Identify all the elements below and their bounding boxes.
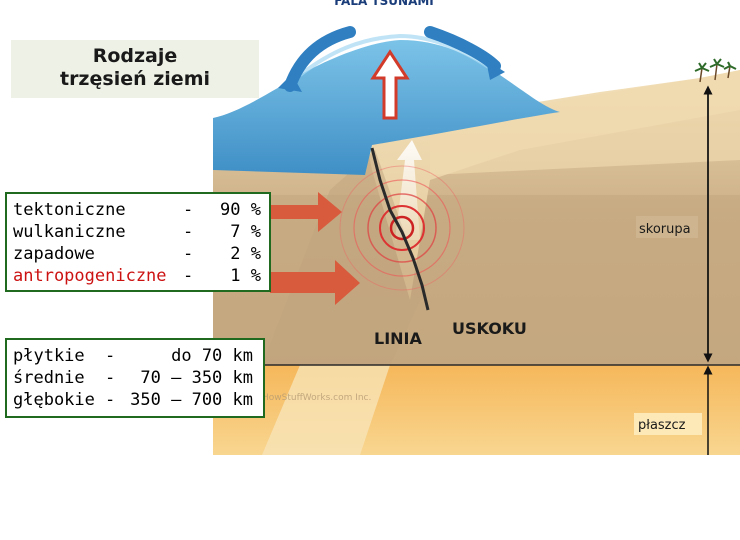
type-name: tektoniczne — [13, 200, 126, 220]
title-line-2: trzęsień ziemi — [59, 68, 210, 90]
wave-arrow-right — [424, 26, 501, 72]
depth-name: średnie — [13, 368, 85, 388]
depth-sep: - — [105, 346, 116, 366]
type-value: 90 % — [220, 200, 261, 220]
type-sep: - — [183, 244, 194, 264]
crust-label-bg — [636, 216, 698, 238]
type-name: zapadowe — [13, 244, 95, 264]
depth-name: głębokie — [13, 390, 95, 410]
depth-box: płytkie średnie głębokie - - - do 70 km … — [5, 338, 265, 418]
mantle-label: płaszcz — [638, 418, 686, 433]
type-value: 2 % — [230, 244, 261, 264]
tsunami-label: FALA TSUNAMI — [334, 0, 434, 8]
fault-line — [370, 147, 430, 311]
fault-label-right: USKOKU — [452, 319, 527, 338]
push-arrow-upper — [270, 192, 342, 232]
uplift-arrow — [370, 49, 410, 120]
type-row: antropogeniczne — [13, 265, 167, 287]
type-name: antropogeniczne — [13, 266, 167, 286]
depth-sep: - — [105, 390, 116, 410]
tsunami-crest — [298, 33, 492, 77]
mantle-label-bg — [634, 413, 702, 435]
earthquake-types-box: tektoniczne wulkaniczne zapadowe antropo… — [5, 192, 271, 292]
crust-label: skorupa — [639, 222, 691, 237]
type-value: 7 % — [230, 222, 261, 242]
depth-name: płytkie — [13, 346, 85, 366]
coastal-land — [430, 70, 740, 175]
type-sep: - — [183, 266, 194, 286]
type-row: wulkaniczne — [13, 221, 126, 243]
wave-arrow-right-head — [486, 60, 505, 80]
lower-plate — [262, 150, 425, 365]
palm-trees-icon — [694, 58, 737, 83]
title-line-1: Rodzaje — [92, 45, 178, 67]
depth-range: 70 – 350 km — [140, 368, 253, 388]
fault-label-left: LINIA — [374, 329, 422, 348]
wave-arrow-left-head — [278, 74, 302, 92]
title-box: Rodzaje trzęsień ziemi — [11, 40, 259, 98]
type-row: zapadowe — [13, 243, 95, 265]
type-sep: - — [183, 222, 194, 242]
subducting-slab — [262, 365, 390, 455]
push-arrow-lower — [270, 260, 360, 305]
type-value: 1 % — [230, 266, 261, 286]
plate-motion-up-arrow — [395, 140, 422, 240]
seismic-waves — [339, 165, 465, 291]
depth-range: 350 – 700 km — [130, 390, 253, 410]
depth-range: do 70 km — [171, 346, 253, 366]
watermark: HowStuffWorks.com Inc. — [262, 393, 371, 403]
depth-sep: - — [105, 368, 116, 388]
type-row: tektoniczne — [13, 199, 126, 221]
type-name: wulkaniczne — [13, 222, 126, 242]
type-sep: - — [183, 200, 194, 220]
